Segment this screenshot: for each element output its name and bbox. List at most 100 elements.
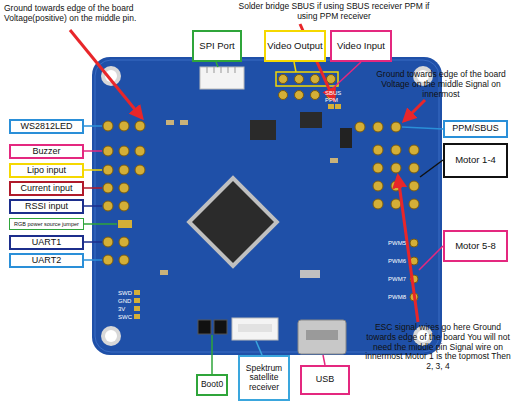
usb-opening [306,330,338,340]
smd-part [160,270,168,275]
leader-line [84,205,102,207]
silkscreen-label: SWD [118,290,134,296]
leader-line [84,241,102,243]
mcu [186,175,279,268]
annotation-note: Ground towards edge of the board Voltage… [368,70,512,99]
callout-text: Boot0 [201,380,223,389]
callout-box: UART1 [9,235,84,250]
pin-pad [135,121,145,131]
solder-pad [134,314,140,319]
connector-pins [207,67,235,73]
silkscreen-label: SBUS [325,90,355,96]
pin-pad [119,201,129,211]
callout-box: RGB power source jumper [9,218,84,230]
mcu-pins [186,175,279,268]
pin-pad [410,239,418,247]
pin-pad [355,122,365,132]
pin-pad [119,237,129,247]
pcb-board [92,57,442,355]
pin-pad [409,163,419,173]
pin-pad [373,122,383,132]
mounting-hole [105,330,117,342]
callout-text: RSSI input [25,202,68,212]
callout-text: SPI Port [199,41,234,51]
solder-pad [134,298,140,303]
pin-pad [391,145,401,155]
smd-part [166,120,174,125]
mounting-hole [101,326,121,346]
callout-text: UART2 [32,256,61,266]
pin-pad [279,91,288,100]
crystal [300,270,320,278]
right-header-pins [355,122,419,301]
usb-connector [298,320,346,354]
pin-pad [103,183,113,193]
pin-pad [295,75,304,84]
callout-text: USB [316,375,335,385]
callout-text: UART1 [32,238,61,248]
pin-pad [103,237,113,247]
leader-line [211,335,213,374]
callout-box: Spektrum satellite receiver [238,355,290,401]
smd-part [330,158,338,163]
silkscreen-label: PWM7 [388,276,410,282]
silkscreen-label: SWC [118,314,134,320]
pin-pad [311,75,320,84]
solder-pad [328,104,334,109]
pin-pad [103,146,113,156]
callout-text: Buzzer [32,147,60,157]
annotation-note: Ground towards edge of the board Voltage… [4,4,182,24]
pin-pad [327,75,336,84]
pin-pad [119,183,129,193]
leader-line [402,127,443,129]
solder-pad [134,290,140,295]
pin-pad [103,165,113,175]
boot-button [198,320,211,334]
regulator-chip [340,128,352,148]
pcb-edge [95,60,439,352]
connector-slot [238,324,272,332]
pin-pad [409,199,419,209]
leader-line [420,160,443,177]
callout-box: RSSI input [9,199,84,214]
pin-pad [119,146,129,156]
callout-text: Video Input [337,41,385,51]
pin-pad [279,75,288,84]
mounting-hole [101,66,121,86]
leader-line [419,246,443,270]
pin-pad [391,163,401,173]
pin-pad [295,91,304,100]
annotation-note: Solder bridge SBUS if using SBUS receive… [236,2,432,22]
red-arrows [70,24,425,322]
osd-chip [300,112,322,128]
leader-line [256,341,262,355]
callout-box: Video Output [264,30,326,62]
leader-line [331,62,361,90]
callout-text: Lipo input [27,166,66,176]
red-arrow [398,176,418,322]
pin-pad [391,199,401,209]
smd-part [180,120,188,125]
silkscreen-label: 3V [118,306,134,312]
solder-pad [335,104,341,109]
callout-box: SPI Port [192,30,242,62]
leader-line [323,355,325,365]
callout-box: USB [300,365,350,395]
mcu-body [192,181,274,263]
baro-chip [250,120,276,140]
pin-pad [409,181,419,191]
pin-pad [103,255,113,265]
swd-pads [134,290,140,319]
left-header-pins [103,121,145,265]
callout-box: Lipo input [9,163,84,178]
pin-pad [135,165,145,175]
pin-pad [311,91,320,100]
leader-line [84,125,102,127]
callout-text: Motor 1-4 [455,155,496,165]
silkscreen-label: PWM6 [388,258,410,264]
pin-pad [373,145,383,155]
red-arrow [70,30,142,118]
silkscreen-label: PPM [325,97,355,103]
callout-text: WS2812LED [20,122,72,132]
